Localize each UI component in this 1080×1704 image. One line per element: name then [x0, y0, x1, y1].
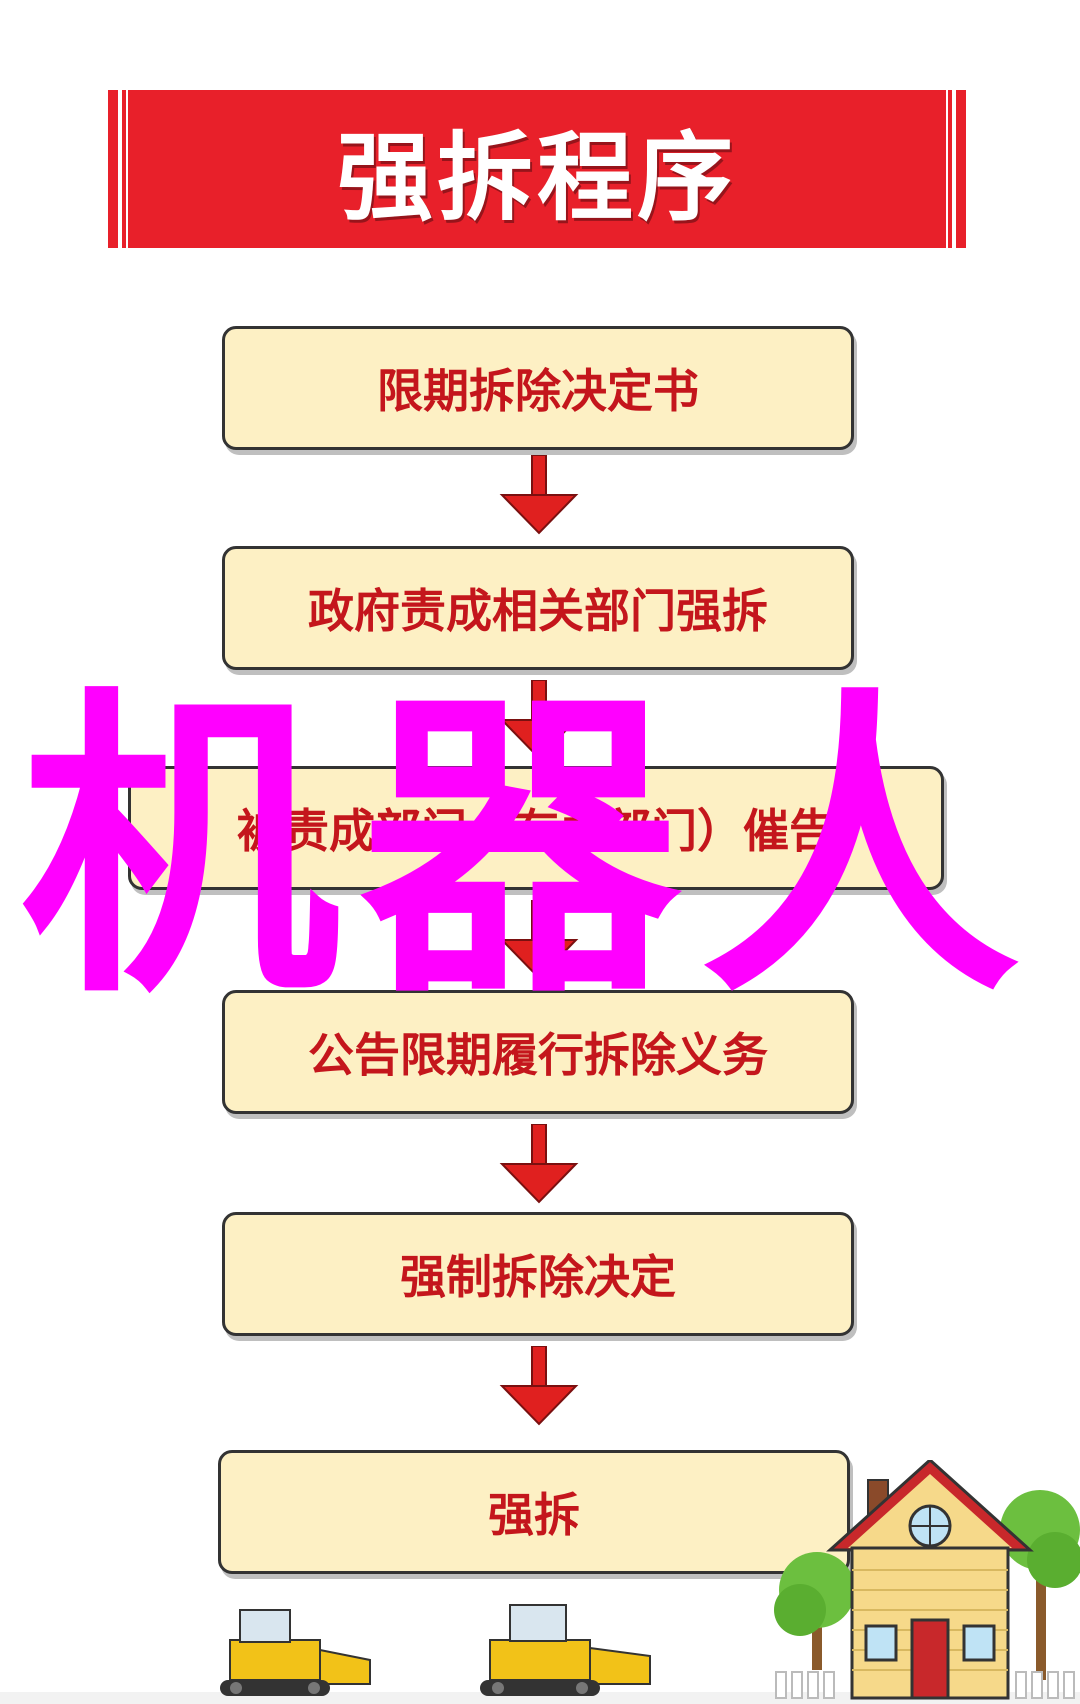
banner-edge-line	[118, 90, 122, 248]
flow-step-5: 强制拆除决定	[222, 1212, 854, 1336]
down-arrow-icon	[499, 1124, 579, 1204]
flow-step-label: 强拆	[488, 1488, 580, 1542]
title-banner: 强拆程序	[108, 90, 966, 248]
flow-step-2: 政府责成相关部门强拆	[222, 546, 854, 670]
flow-step-4: 公告限期履行拆除义务	[222, 990, 854, 1114]
down-arrow-icon	[499, 900, 579, 980]
tree-icon	[1000, 1490, 1080, 1680]
flow-step-label: 公告限期履行拆除义务	[308, 1028, 768, 1082]
page-title: 强拆程序	[337, 121, 737, 234]
flow-step-label: 限期拆除决定书	[377, 364, 699, 418]
flow-step-label: 被责成部门（有关部门）催告	[237, 804, 835, 858]
bulldozer-icon	[220, 1609, 371, 1696]
bulldozer-icon	[480, 1604, 651, 1696]
tree-icon	[774, 1552, 855, 1670]
flow-step-label: 政府责成相关部门强拆	[308, 584, 768, 638]
demolition-scene	[0, 1460, 1080, 1704]
house-icon	[826, 1460, 1034, 1700]
down-arrow-icon	[499, 680, 579, 760]
flow-step-3: 被责成部门（有关部门）催告	[128, 766, 944, 890]
flow-step-6: 强拆	[218, 1450, 850, 1574]
flow-step-1: 限期拆除决定书	[222, 326, 854, 450]
down-arrow-icon	[499, 1346, 579, 1426]
banner-edge-line	[126, 90, 128, 248]
down-arrow-icon	[499, 455, 579, 535]
flow-step-label: 强制拆除决定	[400, 1250, 676, 1304]
banner-edge-line	[946, 90, 948, 248]
fence-icon	[775, 1671, 1075, 1699]
banner-edge-line	[952, 90, 956, 248]
